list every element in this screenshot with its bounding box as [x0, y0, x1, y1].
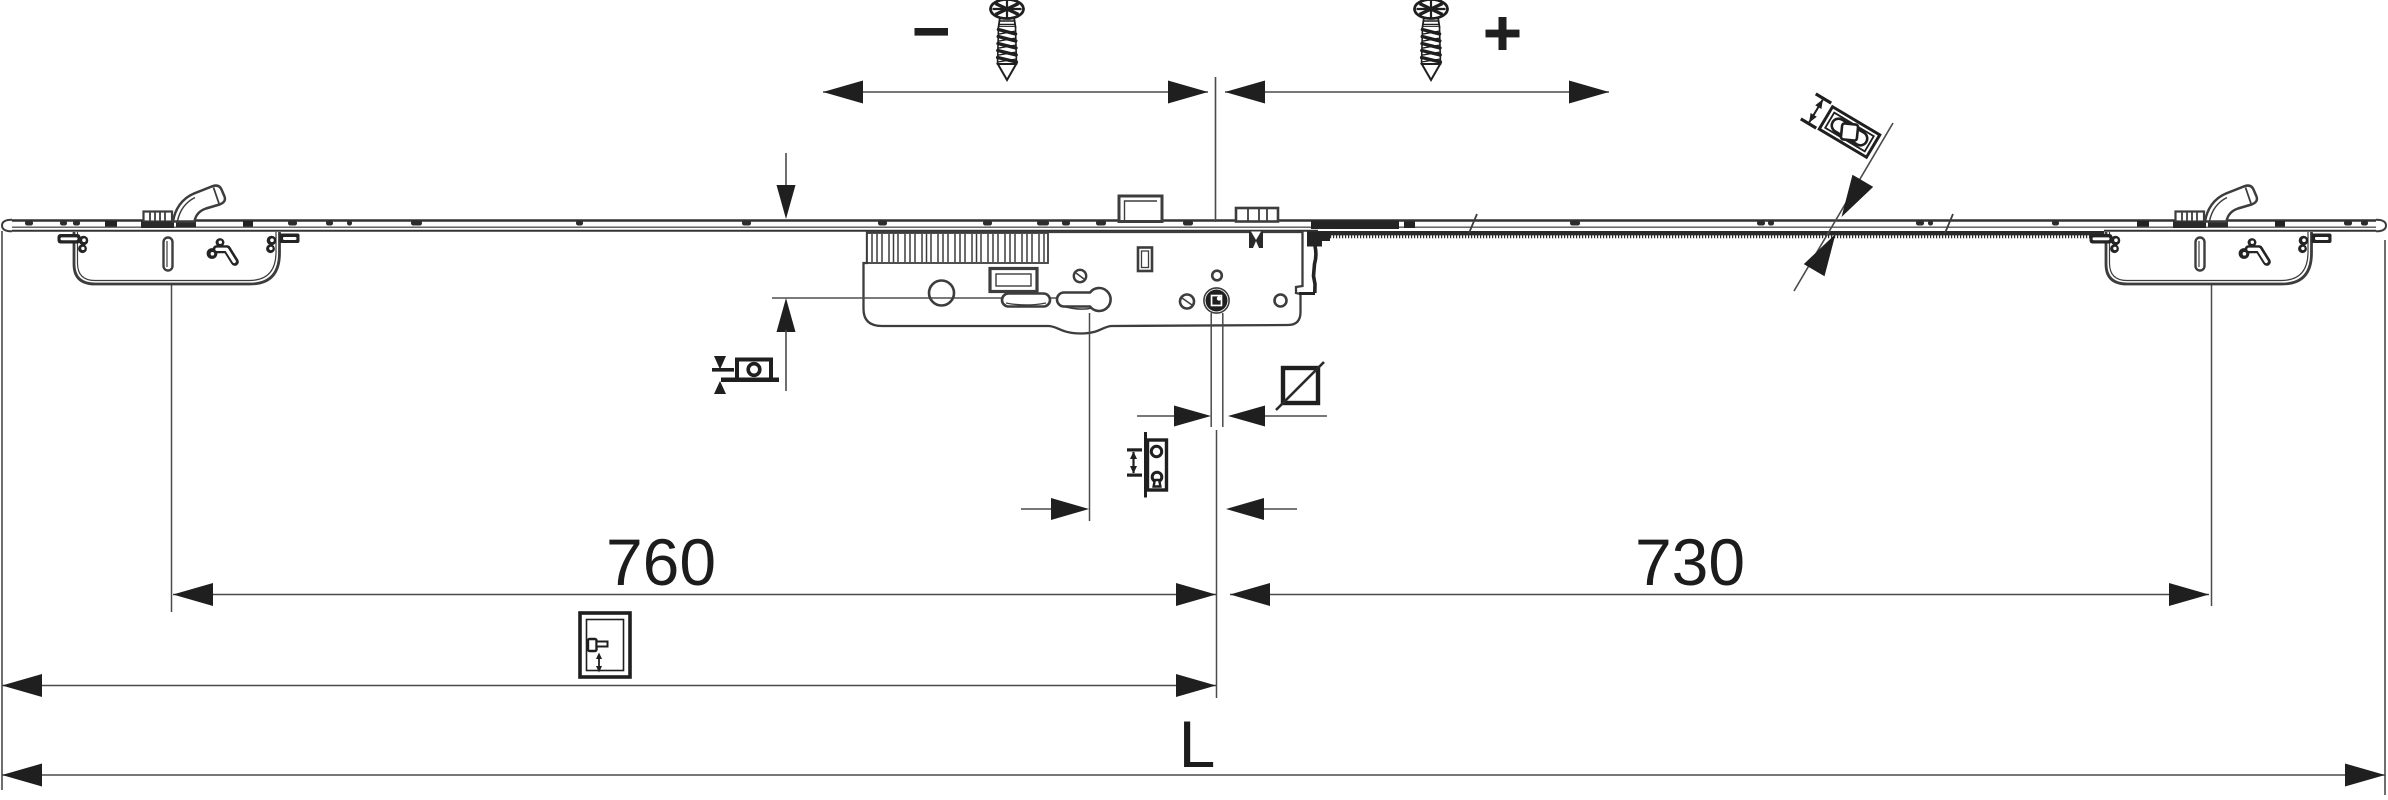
svg-text:L: L: [1179, 707, 1216, 781]
svg-text:760: 760: [606, 525, 716, 599]
svg-text:730: 730: [1635, 525, 1745, 599]
